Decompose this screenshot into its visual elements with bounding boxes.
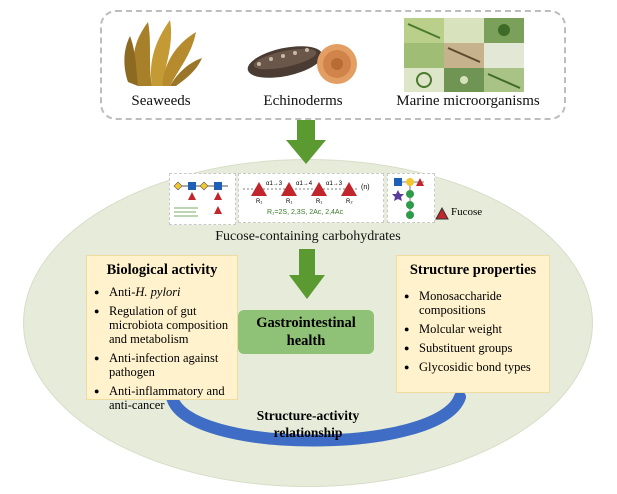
seaweed-image (124, 20, 202, 86)
source-label-seaweeds: Seaweeds (131, 93, 191, 109)
structure-strip-right (387, 173, 435, 223)
green-arrow-down-icon (289, 249, 325, 299)
list-item: Glycosidic bond types (397, 360, 549, 374)
gi-health-line2: health (286, 333, 326, 349)
linkage-label-2: α1→4 (296, 181, 313, 187)
structure-activity-line1: Structure-activity (256, 408, 360, 423)
list-item: Monosaccharide compositions (397, 289, 549, 317)
fucose-chain-icon (243, 182, 357, 196)
list-item: Substituent groups (397, 341, 549, 355)
substituent-label-4: R₂ (346, 199, 353, 205)
structure-activity-label: Structure-activity relationship (228, 407, 388, 441)
structure-activity-line2: relationship (273, 425, 343, 440)
fucose-structure-right-icon (392, 178, 424, 219)
biological-activity-list: Anti-H. pylori Regulation of gut microbi… (87, 285, 237, 412)
substituent-label-1: R₁ (256, 199, 263, 205)
structure-strip-left (169, 173, 236, 225)
list-item: Molcular weight (397, 322, 549, 336)
fucose-legend-label: Fucose (451, 206, 483, 218)
source-label-echinoderms: Echinoderms (263, 93, 343, 109)
list-item: Regulation of gut microbiota composition… (87, 304, 237, 346)
gi-health-line1: Gastrointestinal (256, 315, 356, 331)
fucose-structure-left-icon (173, 181, 228, 217)
gastrointestinal-health-box: Gastrointestinal health (238, 310, 374, 354)
linkage-label-3: α1→3 (326, 181, 343, 187)
biological-activity-title: Biological activity (106, 262, 218, 278)
sea-cucumber-image (247, 44, 357, 84)
structures-caption: Fucose-containing carbohydrates (215, 229, 401, 244)
fucose-legend-icon (435, 206, 449, 220)
green-arrow-down-icon (286, 120, 326, 164)
list-item: Anti-H. pylori (87, 285, 237, 299)
structure-properties-panel: Structure properties Monosaccharide comp… (396, 255, 550, 393)
list-item: Anti-infection against pathogen (87, 351, 237, 379)
substituent-label-3: R₁ (316, 199, 323, 205)
linkage-label-1: α1→3 (266, 181, 283, 187)
list-item: Anti-inflammatory and anti-cancer (87, 384, 237, 412)
structure-properties-title: Structure properties (409, 262, 537, 278)
biological-activity-panel: Biological activity Anti-H. pylori Regul… (86, 255, 238, 412)
substituent-label-2: R₁ (286, 199, 293, 205)
repeat-unit-label: (n) (361, 184, 370, 191)
structure-strip-middle: α1→3 α1→4 α1→3 (n) R₁ R₁ R₁ R₂ R₁=2S, 2,… (238, 173, 384, 223)
microorganism-collage-image (404, 18, 524, 92)
substituent-formula: R₁=2S, 2,3S, 2Ac, 2,4Ac (267, 209, 344, 216)
structure-properties-list: Monosaccharide compositions Molcular wei… (397, 289, 549, 374)
source-label-marine-microorganisms: Marine microorganisms (396, 93, 540, 109)
